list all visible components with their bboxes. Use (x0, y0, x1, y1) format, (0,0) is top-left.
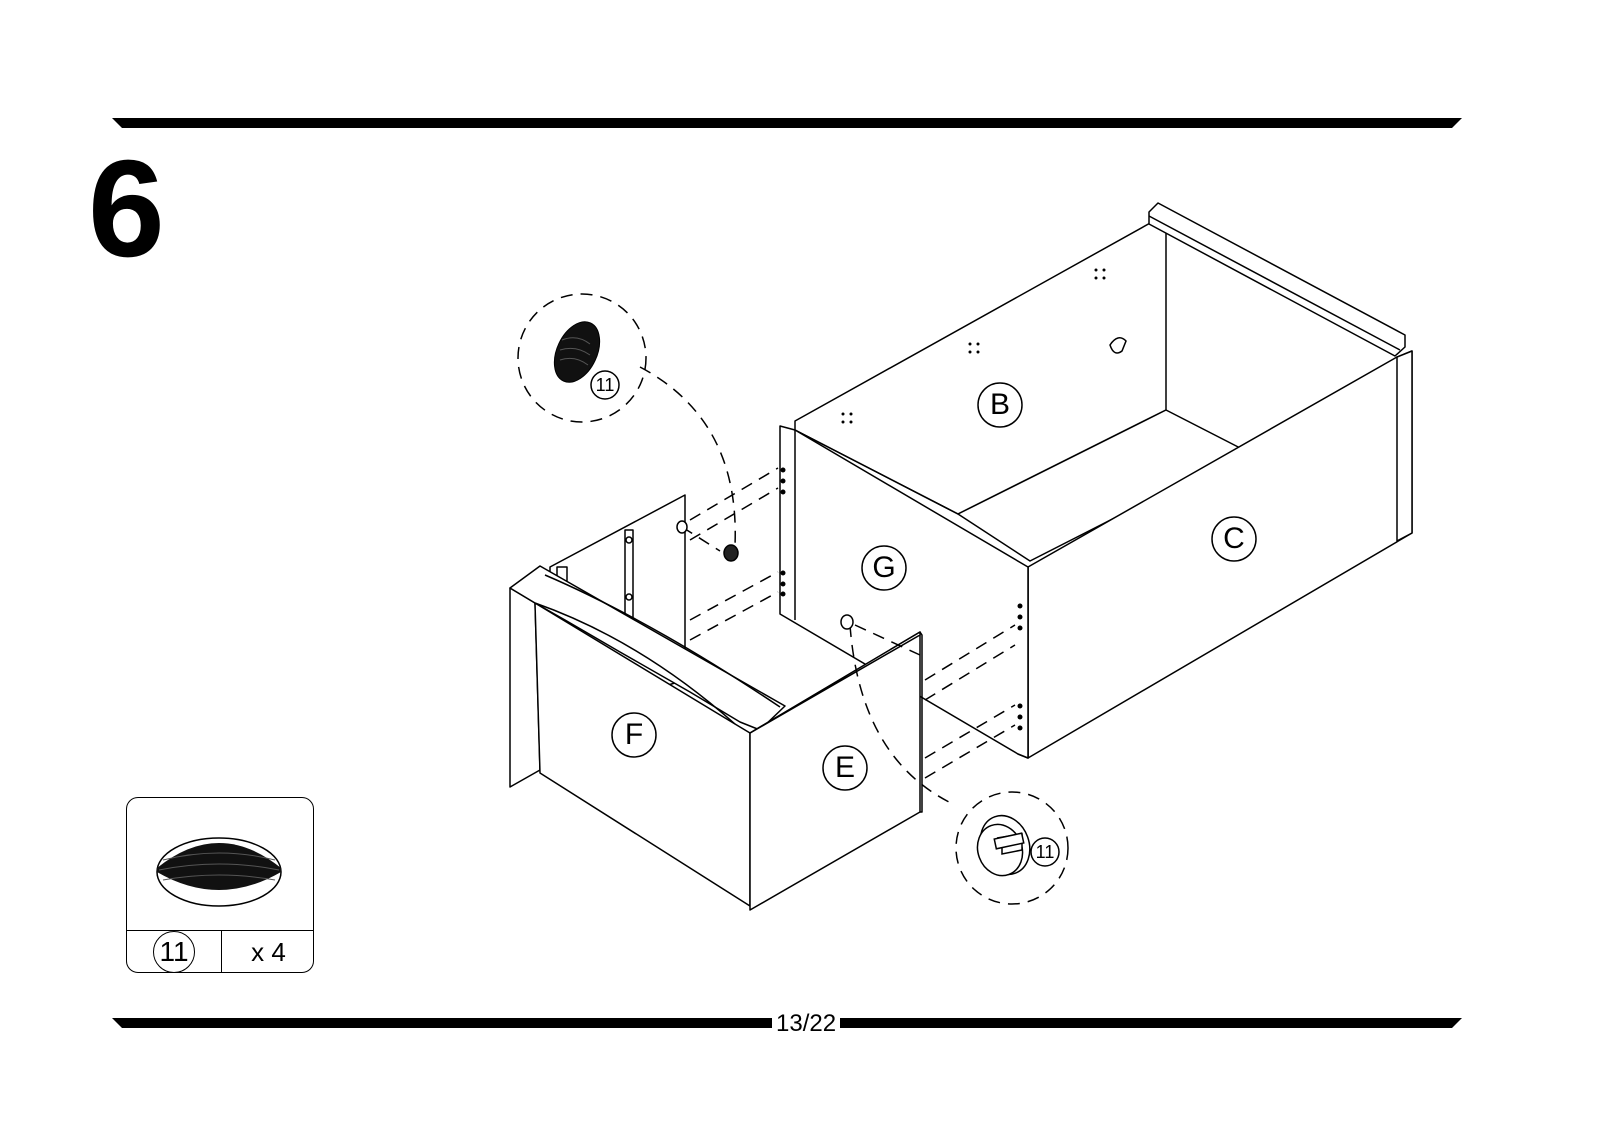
panel-label-g: G (872, 551, 895, 584)
bottom-callout-part-id: 11 (1036, 842, 1055, 862)
panel-label-b: B (990, 388, 1010, 421)
parts-list-part-id: 11 (153, 931, 195, 973)
cam-lock-detail-icon (970, 809, 1037, 882)
panel-label-e: E (835, 751, 855, 784)
cam-cover-icon (157, 838, 281, 906)
panel-label-c: C (1223, 522, 1245, 555)
panel-label-f: F (625, 718, 643, 751)
parts-list: 11 x 4 (126, 797, 314, 973)
parts-list-part-id-cell: 11 (127, 930, 222, 973)
parts-list-quantity: x 4 (222, 930, 314, 973)
parts-list-image (127, 798, 313, 931)
top-callout-part-id: 11 (596, 375, 615, 395)
panel-b-rail (1149, 203, 1405, 356)
